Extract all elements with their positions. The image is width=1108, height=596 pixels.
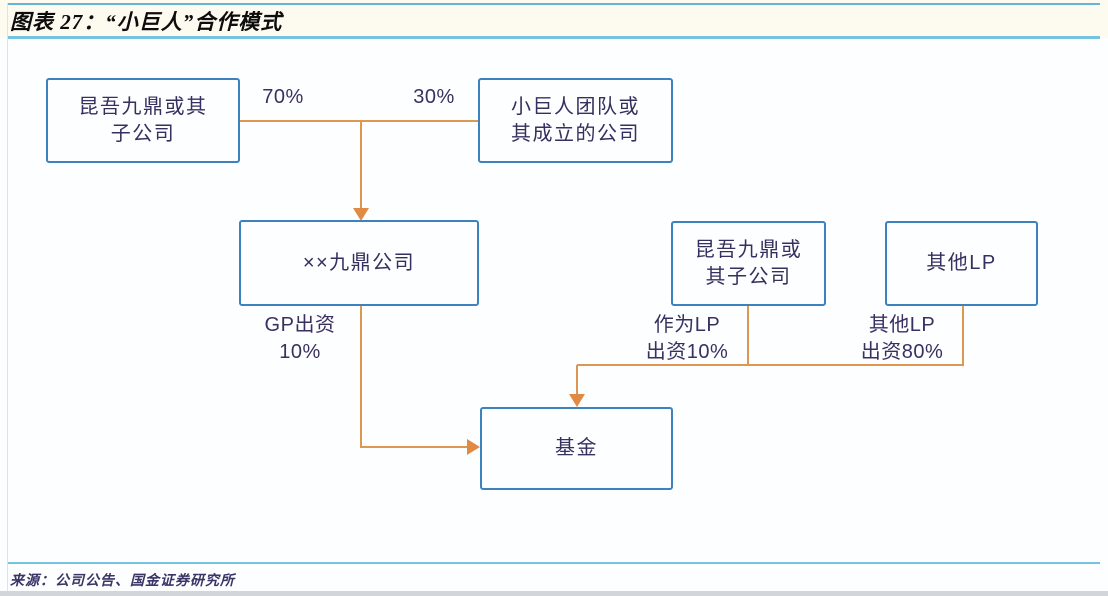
label-70-percent: 70% [262, 86, 304, 108]
left-edge-line [7, 3, 8, 591]
arrowhead-into-fund-left [467, 439, 480, 455]
connector-fund-vertical [576, 365, 578, 396]
connector-other-lp-vertical [962, 306, 964, 366]
label-gp-contribution: GP出资 10% [264, 314, 336, 363]
node-kunwu-jiuding-as-lp: 昆吾九鼎或 其子公司 [671, 221, 826, 306]
node-xx-jiuding-company: ××九鼎公司 [239, 220, 479, 306]
node-fund: 基金 [480, 407, 673, 490]
connector-kunwu-lp-vertical [747, 306, 749, 366]
node-xiaojuren-team-company: 小巨人团队或 其成立的公司 [478, 78, 673, 163]
arrowhead-into-jiuding [353, 208, 369, 221]
node-other-lp: 其他LP [885, 221, 1038, 306]
connector-split-horizontal [240, 120, 479, 122]
title-band [0, 0, 1108, 38]
label-other-lp-contribution: 其他LP 出资80% [860, 314, 944, 363]
title-bottom-rule [8, 36, 1100, 39]
connector-gp-horizontal [361, 446, 468, 448]
footer-rule [8, 562, 1100, 564]
connector-lp-horizontal [577, 364, 964, 366]
connector-gp-vertical [360, 306, 362, 448]
bottom-edge-strip [0, 591, 1108, 596]
connector-split-vertical [360, 121, 362, 210]
node-kunwu-jiuding-or-subsidiary: 昆吾九鼎或其 子公司 [46, 78, 240, 163]
label-as-lp-contribution: 作为LP 出资10% [645, 314, 729, 363]
figure-title: 图表 27：“小巨人”合作模式 [10, 10, 283, 34]
label-30-percent: 30% [413, 86, 455, 108]
top-rule [8, 3, 1100, 5]
arrowhead-into-fund-top [569, 394, 585, 407]
source-note: 来源：公司公告、国金证券研究所 [10, 574, 235, 589]
